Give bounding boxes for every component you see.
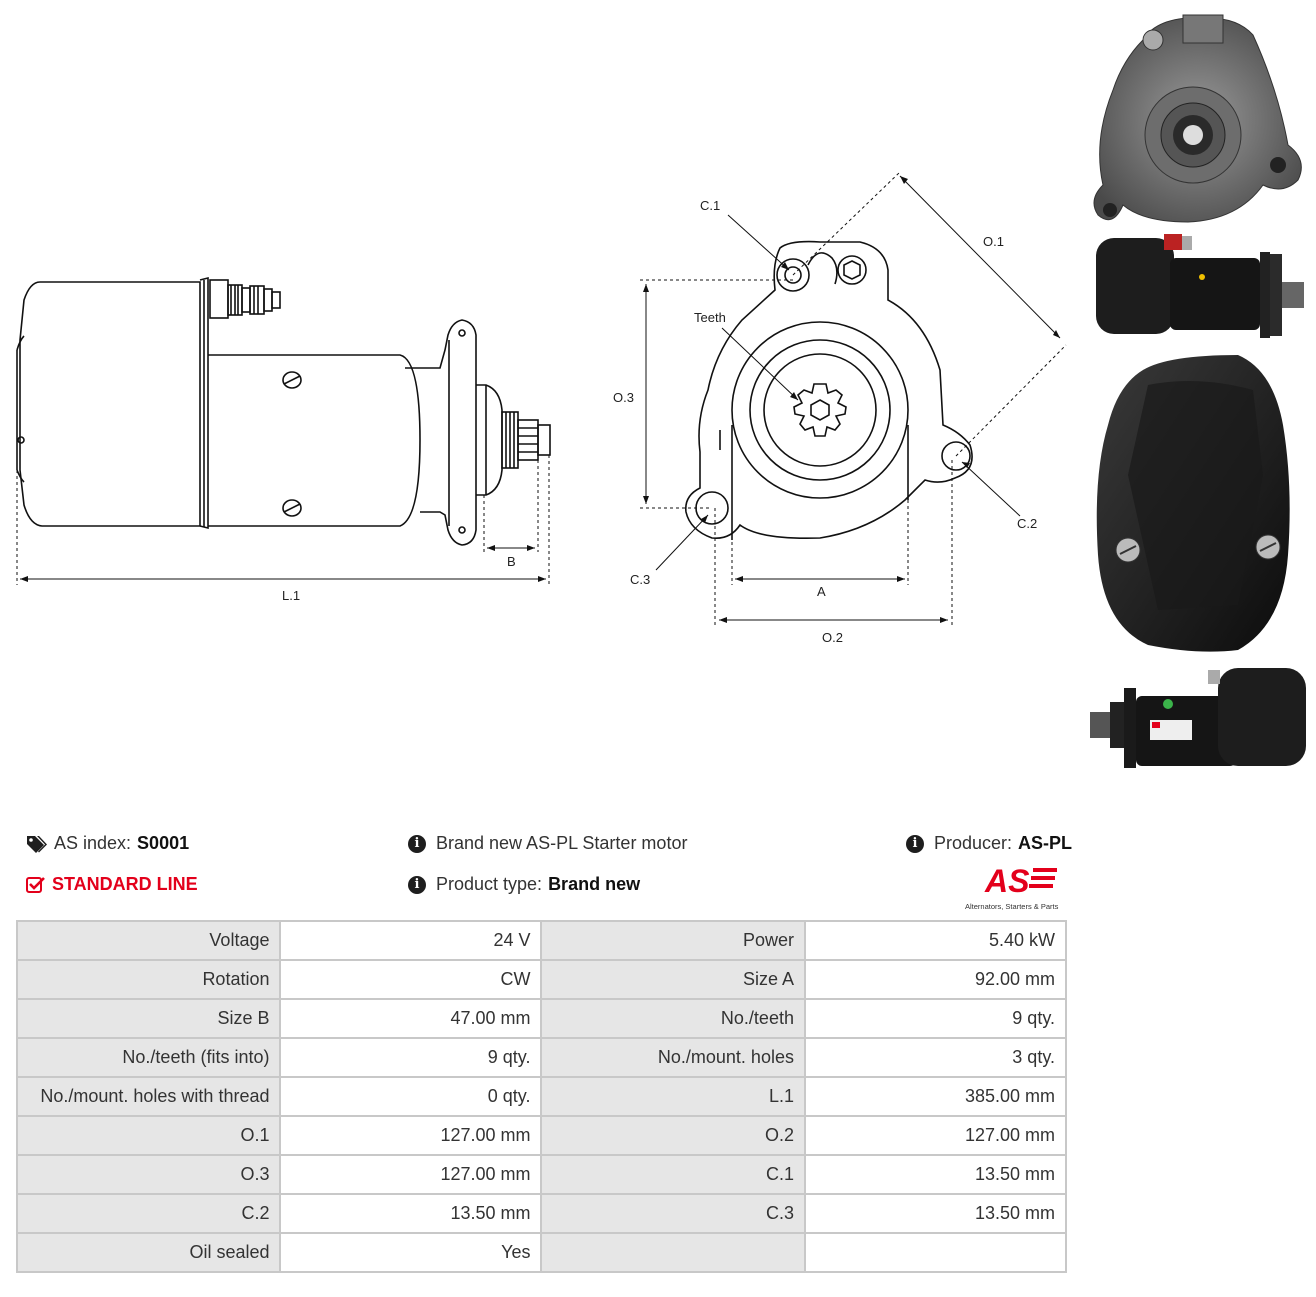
as-index-row: AS index: S0001 xyxy=(26,833,189,854)
spec-value: 5.40 kW xyxy=(803,920,1068,961)
spec-value: 13.50 mm xyxy=(279,1193,543,1234)
dim-teeth-label: Teeth xyxy=(694,310,726,325)
spec-label: No./teeth xyxy=(540,998,806,1039)
tags-icon xyxy=(27,835,47,853)
spec-label: No./mount. holes with thread xyxy=(15,1076,282,1117)
spec-label: Power xyxy=(540,920,806,961)
dim-o3-label: O.3 xyxy=(613,390,634,405)
spec-value: Yes xyxy=(279,1232,543,1273)
spec-value: 127.00 mm xyxy=(803,1115,1068,1156)
brand-logo: AS Alternators, Starters & Parts xyxy=(965,862,1069,911)
spec-label: Size B xyxy=(15,998,282,1039)
spec-label: Voltage xyxy=(15,920,282,961)
logo-tagline: Alternators, Starters & Parts xyxy=(965,902,1059,911)
spec-label: O.1 xyxy=(15,1115,282,1156)
producer-label: Producer: xyxy=(934,833,1013,853)
spec-label: No./teeth (fits into) xyxy=(15,1037,282,1078)
spec-value: 127.00 mm xyxy=(279,1154,543,1195)
as-logo-mark: AS xyxy=(984,863,1057,899)
spec-label: C.3 xyxy=(540,1193,806,1234)
spec-value: 127.00 mm xyxy=(279,1115,543,1156)
producer-value: AS-PL xyxy=(1018,833,1073,853)
producer-row: i Producer: AS-PL xyxy=(906,833,1072,854)
logo-text: AS xyxy=(984,863,1030,896)
spec-label: Oil sealed xyxy=(15,1232,282,1273)
spec-value: 9 qty. xyxy=(803,998,1068,1039)
dim-c3-label: C.3 xyxy=(630,572,650,587)
info-circle-icon: i xyxy=(408,875,426,894)
photo-side-view xyxy=(1096,234,1304,338)
spec-value: 13.50 mm xyxy=(803,1154,1068,1195)
product-type-value: Brand new xyxy=(548,874,641,894)
spec-value: 0 qty. xyxy=(279,1076,543,1117)
side-view-drawing: L.1 B xyxy=(16,276,551,603)
spec-value: 24 V xyxy=(279,920,543,961)
product-description: Brand new AS-PL Starter motor xyxy=(436,833,688,853)
as-index-value: S0001 xyxy=(137,833,190,853)
info-circle-icon: i xyxy=(408,834,426,853)
photo-side-view-label xyxy=(1090,668,1306,768)
spec-value: CW xyxy=(279,959,543,1000)
dim-o1-label: O.1 xyxy=(983,234,1004,249)
product-type-row: i Product type: Brand new xyxy=(408,874,640,895)
dim-o2-label: O.2 xyxy=(822,630,843,645)
dim-c1-label: C.1 xyxy=(700,198,720,213)
spec-label: Rotation xyxy=(15,959,282,1000)
description-row: i Brand new AS-PL Starter motor xyxy=(408,833,687,854)
dim-l1-label: L.1 xyxy=(282,588,300,603)
spec-label xyxy=(540,1232,806,1273)
spec-label: No./mount. holes xyxy=(540,1037,806,1078)
spec-label: C.2 xyxy=(15,1193,282,1234)
spec-value: 47.00 mm xyxy=(279,998,543,1039)
dim-a-label: A xyxy=(817,584,826,599)
standard-line-label: STANDARD LINE xyxy=(52,874,198,894)
spec-value: 92.00 mm xyxy=(803,959,1068,1000)
spec-value: 13.50 mm xyxy=(803,1193,1068,1234)
spec-value xyxy=(803,1232,1068,1273)
spec-value: 3 qty. xyxy=(803,1037,1068,1078)
as-index-label: AS index: xyxy=(54,833,132,853)
spec-label: Size A xyxy=(540,959,806,1000)
table-row: No./teeth (fits into)9 qty.No./mount. ho… xyxy=(15,1037,1068,1078)
dim-c2-label: C.2 xyxy=(1017,516,1037,531)
standard-line-row: STANDARD LINE xyxy=(26,874,198,895)
spec-value: 9 qty. xyxy=(279,1037,543,1078)
photo-rear-view xyxy=(1096,355,1290,652)
spec-label: O.3 xyxy=(15,1154,282,1195)
front-view-drawing: C.1 O.1 Teeth O.3 C.2 C.3 A O.2 xyxy=(613,171,1067,645)
info-circle-icon: i xyxy=(906,834,924,853)
dim-b-label: B xyxy=(507,554,516,569)
photo-front-view xyxy=(1093,14,1302,223)
spec-value: 385.00 mm xyxy=(803,1076,1068,1117)
check-square-icon xyxy=(26,876,45,893)
spec-label: C.1 xyxy=(540,1154,806,1195)
product-type-label: Product type: xyxy=(436,874,543,894)
spec-label: L.1 xyxy=(540,1076,806,1117)
spec-label: O.2 xyxy=(540,1115,806,1156)
